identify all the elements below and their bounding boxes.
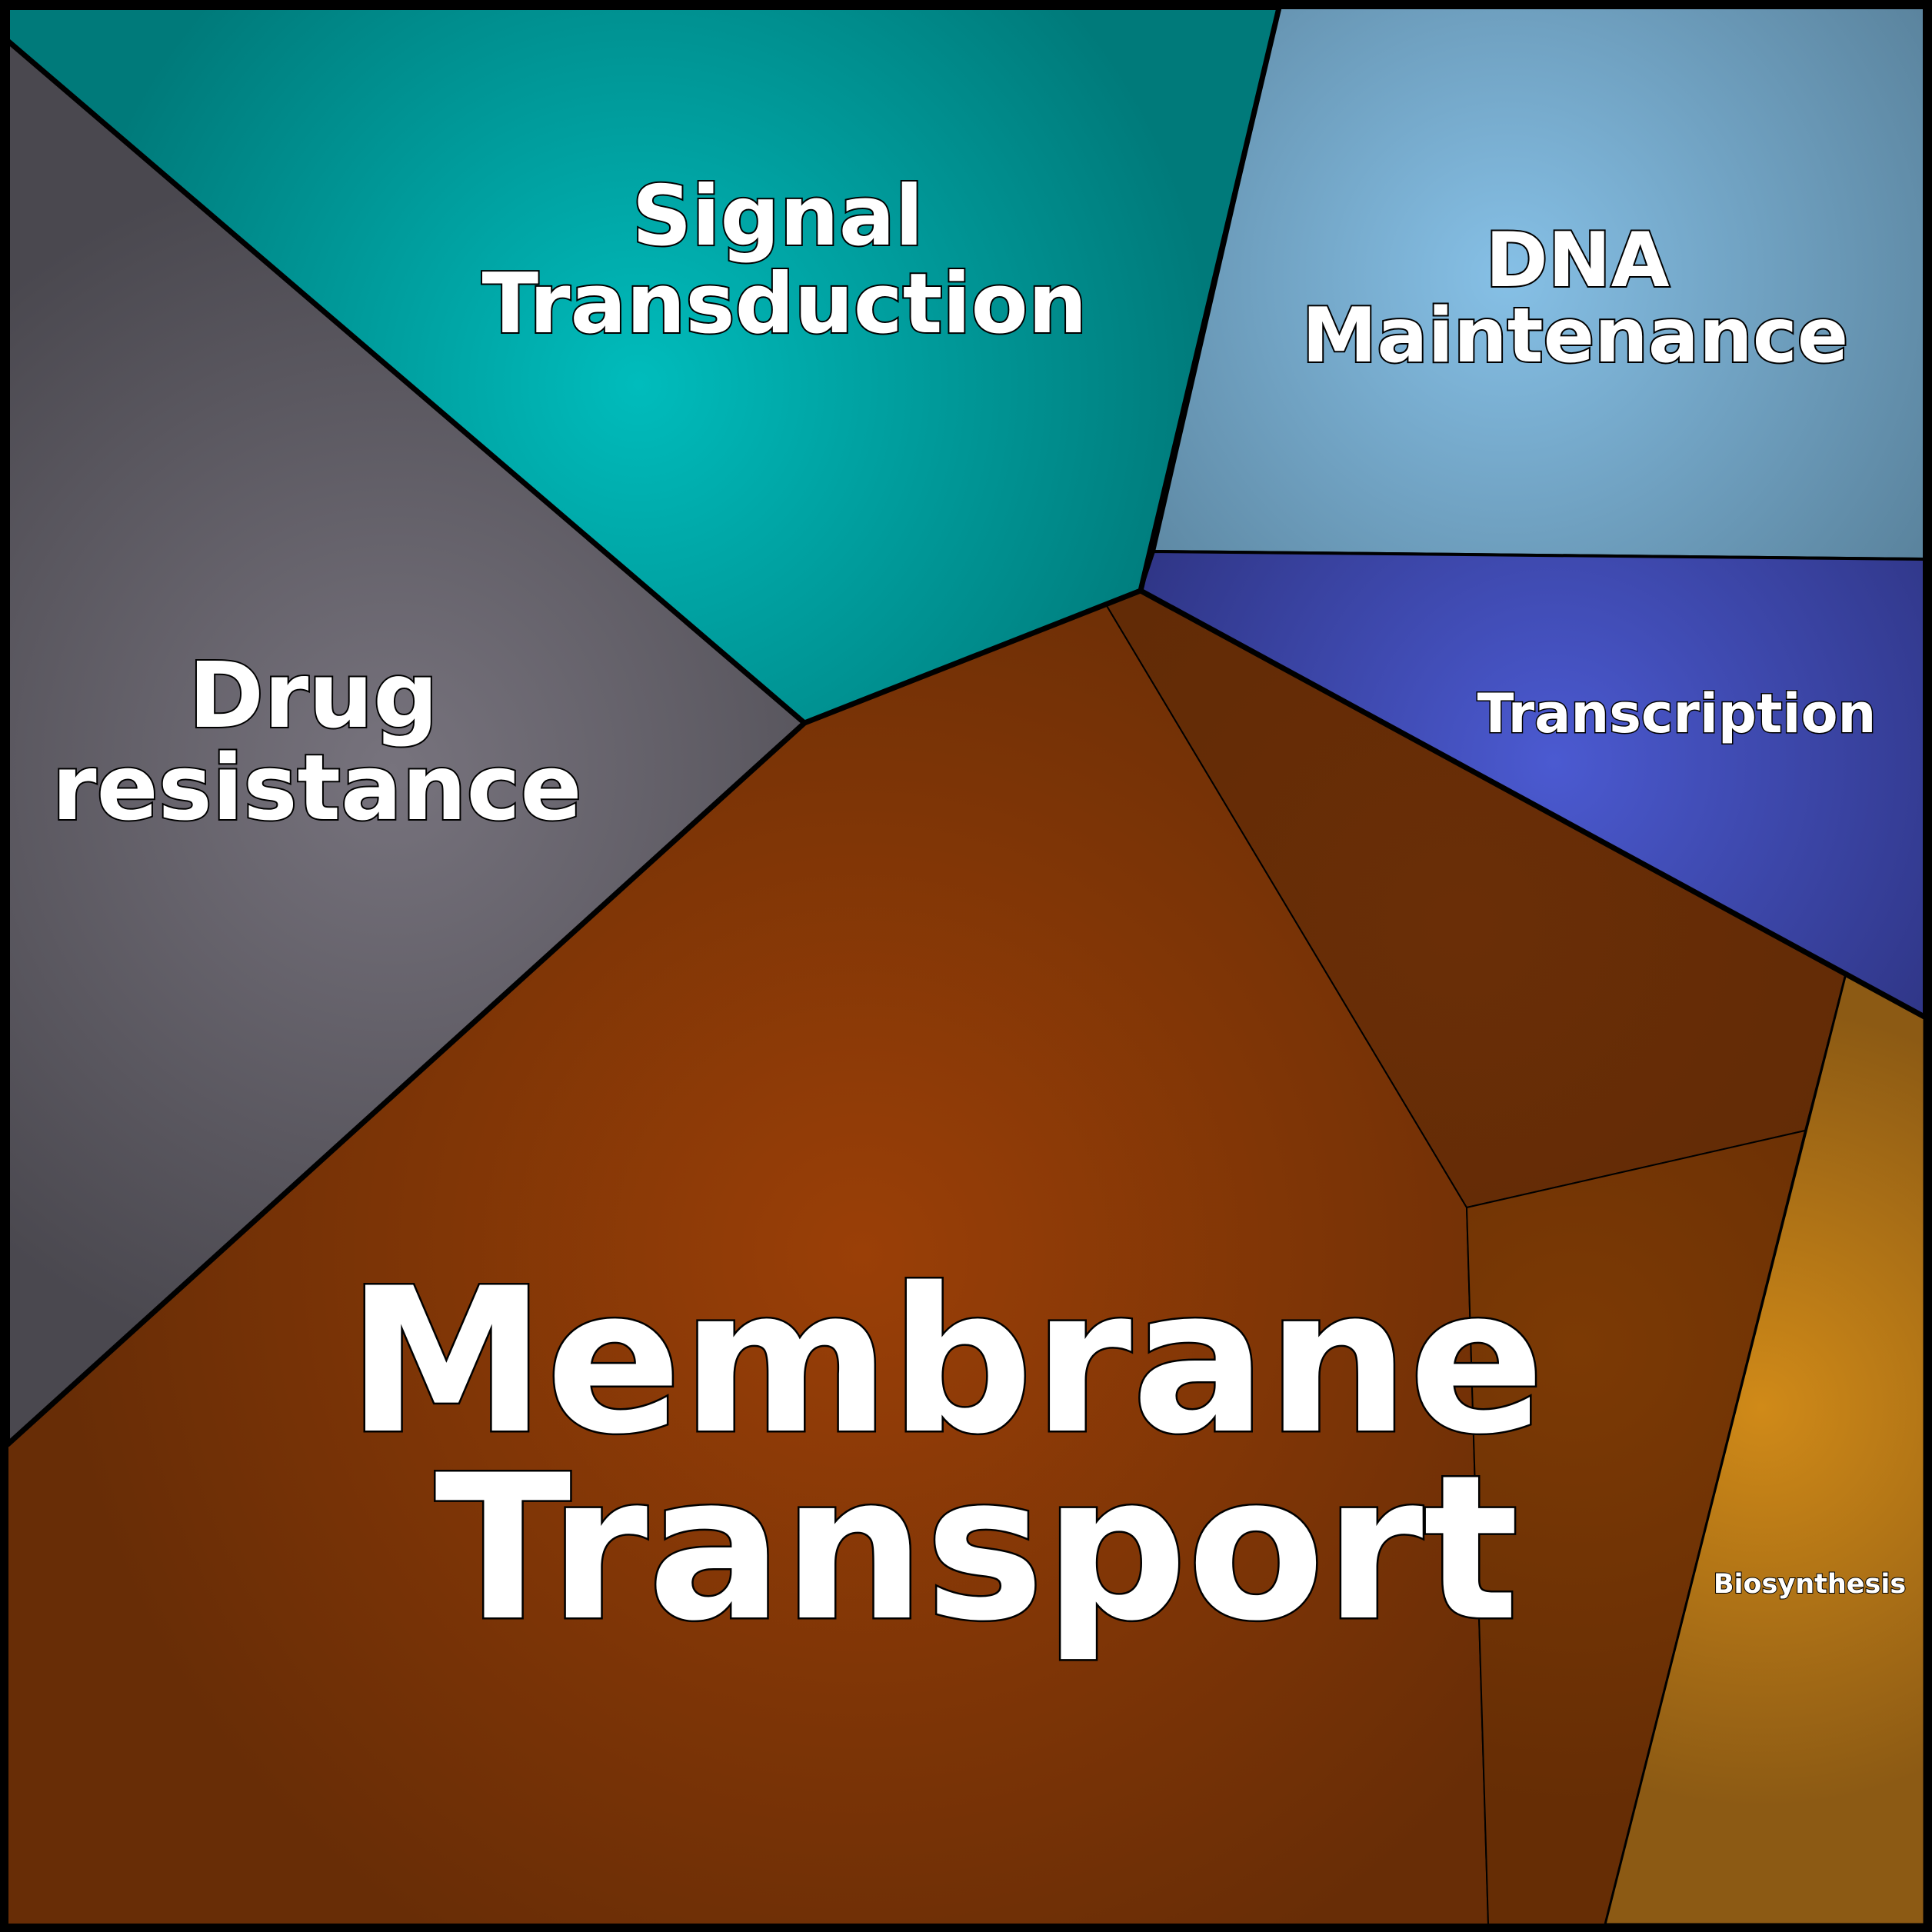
- biosynthesis-label: Biosynthesis: [1714, 1569, 1906, 1600]
- drug-resistance-label-line-1: Drug: [188, 642, 438, 748]
- top-level-borders: [5, 5, 1927, 1447]
- drug-resistance-label: Drug resistance: [52, 642, 581, 841]
- membrane-transport-label: Membrane Transport: [347, 1246, 1614, 1665]
- signal-transduction-label-line-1: Signal: [632, 168, 924, 265]
- dna-maintenance-label-line-2: Maintenance: [1302, 292, 1849, 380]
- membrane-transport-label-line-1: Membrane: [347, 1246, 1544, 1478]
- transcription-label: Transcription: [1477, 682, 1877, 745]
- signal-transduction-label-line-2: Transduction: [481, 256, 1087, 352]
- dna-maintenance-label: DNA Maintenance: [1302, 217, 1849, 380]
- signal-transduction-label: Signal Transduction: [481, 168, 1087, 352]
- drug-resistance-label-line-2: resistance: [52, 734, 581, 841]
- membrane-transport-label-line-2: Transport: [435, 1433, 1519, 1665]
- transcription-label-line-1: Transcription: [1477, 682, 1877, 745]
- biosynthesis-label-line-1: Biosynthesis: [1714, 1569, 1906, 1600]
- dna-maintenance-label-line-1: DNA: [1485, 217, 1669, 305]
